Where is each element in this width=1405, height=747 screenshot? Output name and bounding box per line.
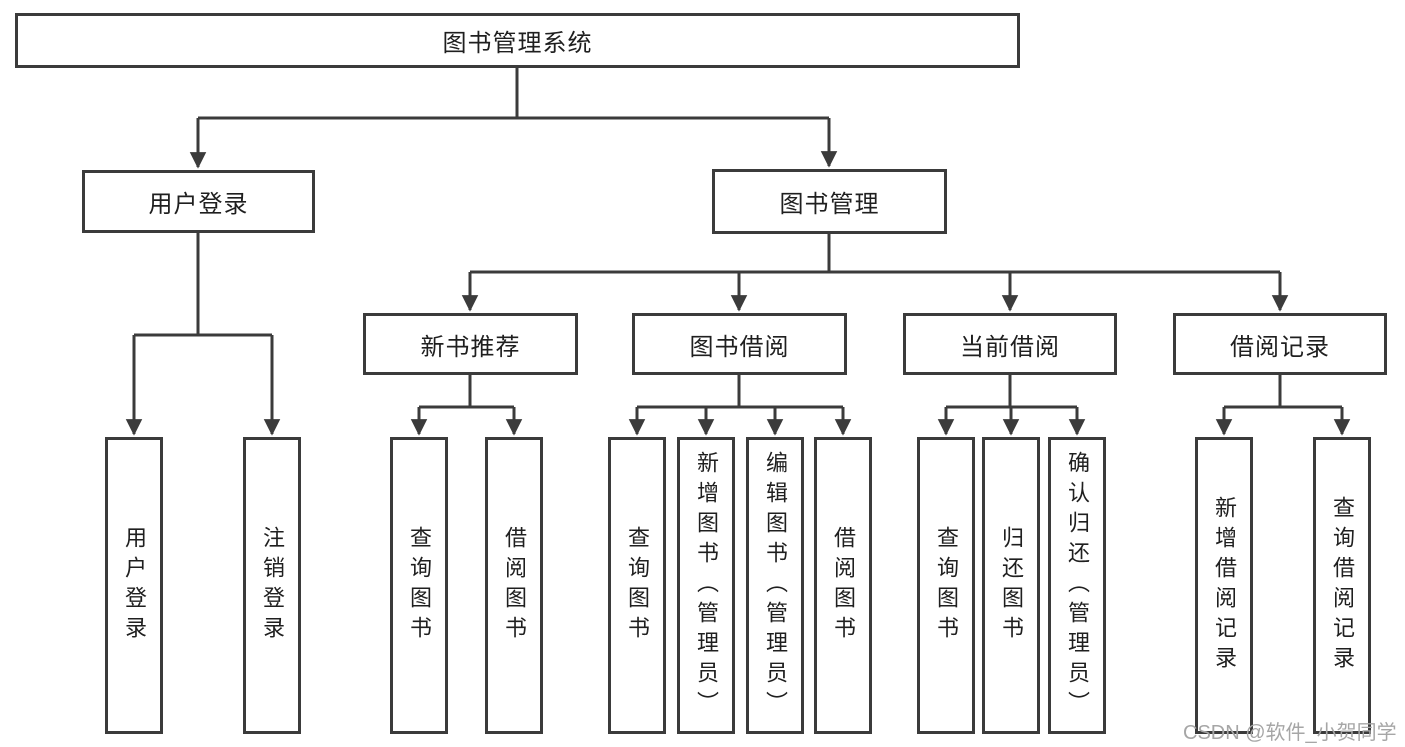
leaf-query-books-borrowing: 查询图书: [608, 437, 666, 734]
node-current-borrowing: 当前借阅: [903, 313, 1117, 375]
node-book-management: 图书管理: [712, 169, 947, 234]
node-new-book-recommend: 新书推荐: [363, 313, 578, 375]
node-label: 归还图书: [999, 525, 1024, 646]
node-root: 图书管理系统: [15, 13, 1020, 68]
leaf-logout: 注销登录: [243, 437, 301, 734]
leaf-add-books-admin: 新增图书（管理员）: [677, 437, 735, 734]
leaf-query-books-current: 查询图书: [917, 437, 975, 734]
leaf-borrow-books: 借阅图书: [814, 437, 872, 734]
leaf-user-login: 用户登录: [105, 437, 163, 734]
node-label: 编辑图书（管理员）: [763, 450, 788, 721]
node-label: 图书管理系统: [442, 30, 593, 57]
node-label: 用户登录: [122, 525, 147, 646]
node-label: 查询图书: [625, 525, 650, 646]
leaf-confirm-return-admin: 确认归还（管理员）: [1048, 437, 1106, 734]
node-label: 查询借阅记录: [1330, 495, 1355, 676]
leaf-return-books: 归还图书: [982, 437, 1040, 734]
leaf-query-books-recommend: 查询图书: [390, 437, 448, 734]
node-label: 借阅图书: [502, 525, 527, 646]
leaf-edit-books-admin: 编辑图书（管理员）: [746, 437, 804, 734]
node-label: 新增图书（管理员）: [694, 450, 719, 721]
node-label: 借阅图书: [831, 525, 856, 646]
node-label: 查询图书: [407, 525, 432, 646]
node-label: 图书管理: [779, 191, 880, 218]
node-label: 查询图书: [934, 525, 959, 646]
leaf-query-borrow-record: 查询借阅记录: [1313, 437, 1371, 734]
node-label: 当前借阅: [960, 333, 1060, 361]
node-label: 注销登录: [260, 525, 285, 646]
node-label: 确认归还（管理员）: [1065, 450, 1090, 721]
node-user-login: 用户登录: [82, 170, 315, 233]
node-label: 新增借阅记录: [1212, 495, 1237, 676]
watermark: CSDN @软件_小贺同学: [1183, 722, 1397, 744]
leaf-borrow-books-recommend: 借阅图书: [485, 437, 543, 734]
node-book-borrowing: 图书借阅: [632, 313, 847, 375]
node-borrowing-records: 借阅记录: [1173, 313, 1387, 375]
leaf-add-borrow-record: 新增借阅记录: [1195, 437, 1253, 734]
node-label: 图书借阅: [689, 333, 790, 361]
node-label: 新书推荐: [420, 333, 521, 361]
node-label: 用户登录: [148, 191, 249, 218]
node-label: 借阅记录: [1230, 333, 1330, 361]
